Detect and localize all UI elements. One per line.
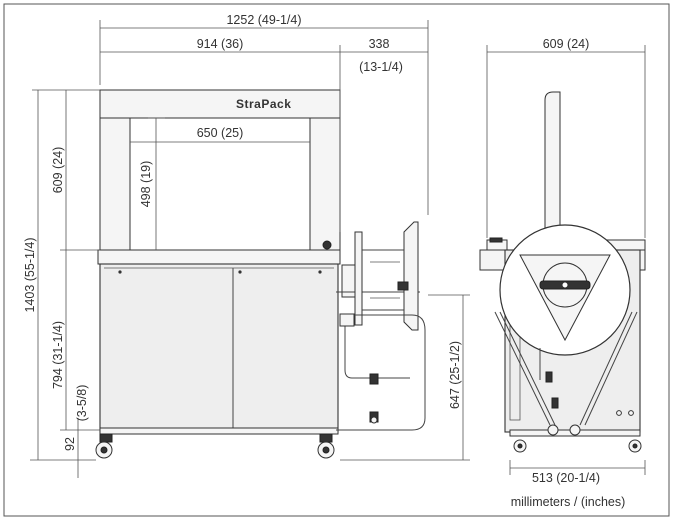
cabinet [99,263,339,433]
side-strut-right [579,311,633,426]
front-view: StraPack [95,89,426,459]
side-caster-left [513,439,527,453]
door-screw-icon [118,270,122,274]
arch-column [544,91,561,233]
indicator-icon [628,410,634,416]
dim-reel-ext-in: (13-1/4) [359,60,403,74]
dimension-lines: 1252 (49-1/4) 914 (36) 338 (13-1/4) 650 … [23,13,646,485]
reel-flange-front [354,231,363,326]
units-note: millimeters / (inches) [511,495,626,509]
arch-left-leg [99,117,131,251]
sheet-border [3,3,670,517]
caster-right [317,433,335,459]
emergency-stop-icon [322,240,332,250]
dim-base-depth: 513 (20-1/4) [532,471,600,485]
dim-caster-height: 92 [63,437,77,451]
door-screw-icon [238,270,242,274]
arch-top [99,89,341,119]
dim-caster-height-in: (3-5/8) [75,385,89,422]
brand-logo: StraPack [236,97,291,111]
door-screw-icon [318,270,322,274]
dim-arch-height: 609 (24) [51,147,65,194]
strap-guide [339,313,355,327]
dim-reel-ext: 338 [369,37,390,51]
cabinet-base [99,427,339,435]
dim-table-width: 914 (36) [197,37,244,51]
side-caster-mid [547,424,581,436]
reel-assembly [336,221,426,431]
arch-right-leg [309,117,341,251]
dim-overall-height: 1403 (55-1/4) [23,237,37,312]
caster-left [95,433,113,459]
table-top [97,249,341,265]
reel-flange-back [403,221,419,331]
dim-side-depth: 609 (24) [543,37,590,51]
dim-overall-width: 1252 (49-1/4) [226,13,301,27]
dim-reel-height: 647 (25-1/2) [448,341,462,409]
dim-table-height: 794 (31-1/4) [51,321,65,389]
side-strut-left [494,311,551,426]
indicator-icon [616,410,622,416]
reel-stand-frame [336,314,426,431]
dim-arch-inner-height: 498 (19) [139,161,153,208]
dim-arch-inner-width: 650 (25) [197,126,244,140]
side-caster-right [628,439,642,453]
side-view [479,91,646,453]
reel-stand-arm [344,320,410,379]
